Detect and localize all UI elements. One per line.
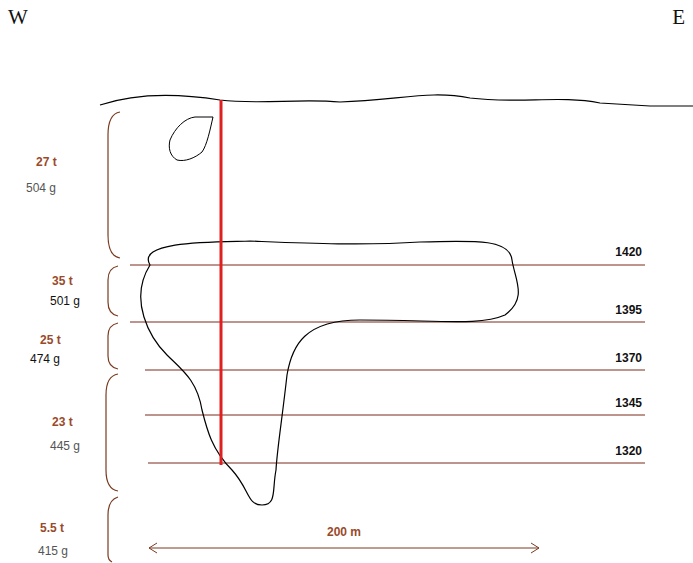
compass-east: E: [672, 6, 685, 29]
grade-label: 504 g: [26, 182, 56, 195]
level-elevation: 1395: [615, 304, 642, 317]
level-elevation: 1420: [615, 246, 642, 259]
scale-length: 200 m: [327, 526, 361, 539]
level-elevation: 1370: [615, 352, 642, 365]
tonnage-label: 5.5 t: [40, 522, 64, 535]
drill-hole: [220, 100, 223, 465]
tonnage-label: 23 t: [52, 416, 73, 429]
grade-label: 501 g: [50, 295, 80, 308]
brackets: [106, 112, 120, 562]
grade-label: 445 g: [50, 440, 80, 453]
level-lines: [130, 265, 645, 463]
ground-surface: [100, 95, 693, 106]
ore-lens: [169, 117, 213, 161]
compass-west: W: [8, 6, 28, 29]
grade-label: 415 g: [38, 545, 68, 558]
level-elevation: 1320: [615, 445, 642, 458]
scale-bar: [149, 543, 539, 553]
ore-body: [141, 241, 519, 505]
tonnage-label: 27 t: [36, 156, 57, 169]
tonnage-label: 25 t: [40, 334, 61, 347]
grade-label: 474 g: [30, 353, 60, 366]
level-elevation: 1345: [615, 397, 642, 410]
tonnage-label: 35 t: [52, 275, 73, 288]
